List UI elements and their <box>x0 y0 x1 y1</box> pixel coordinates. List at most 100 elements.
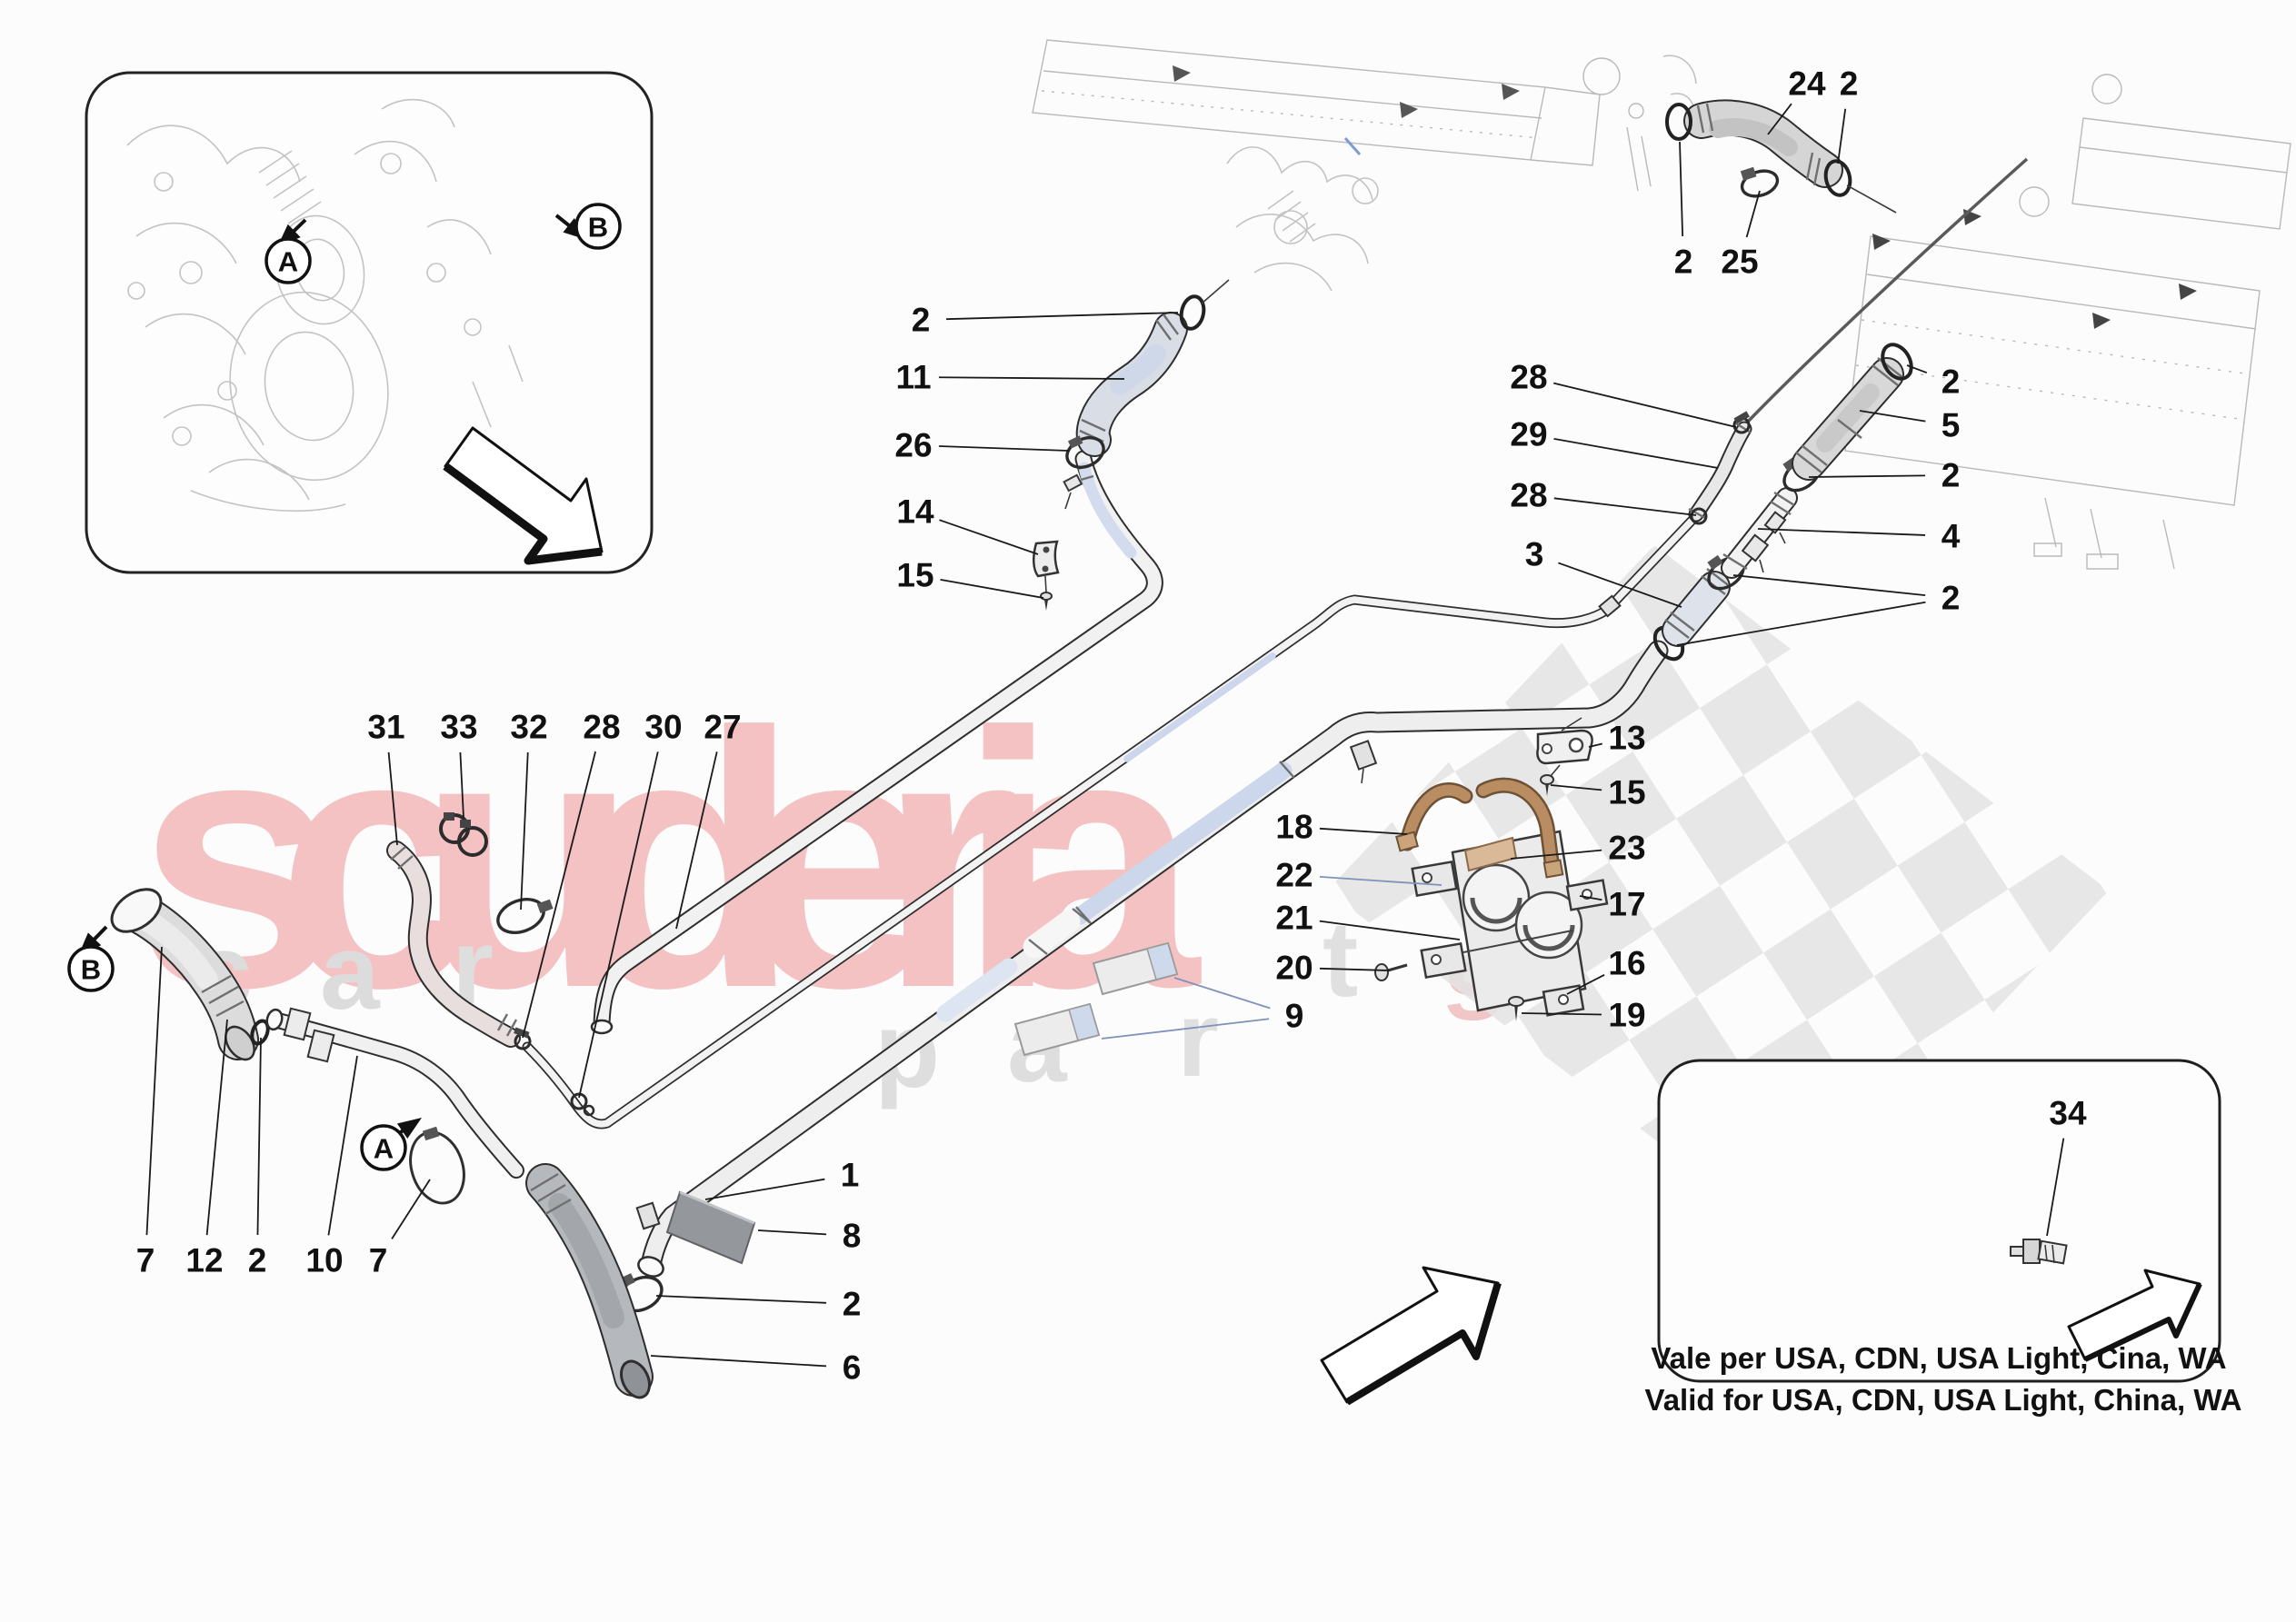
callout-2-1: 2 <box>1840 65 1859 103</box>
bracket-13 <box>1536 717 1593 796</box>
leader-line-11 <box>938 376 1125 380</box>
leader-line-20 <box>1319 967 1390 971</box>
pipe-1 <box>635 625 1685 1278</box>
callout-22-22: 22 <box>1275 857 1313 894</box>
leader-line-4 <box>1757 528 1926 536</box>
leader-line-2 <box>256 1037 262 1236</box>
clip-28-lower-right <box>1690 507 1708 525</box>
leader-line-7 <box>145 946 163 1236</box>
callout-11-5: 11 <box>895 359 931 396</box>
clip-ring-2-right <box>1823 159 1852 197</box>
watermark-letter-6: t <box>1323 900 1358 1020</box>
callout-5-14: 5 <box>1942 407 1961 444</box>
leader-line-29 <box>1553 438 1719 469</box>
leader-line-12 <box>205 1019 228 1236</box>
leader-line-10 <box>327 1055 358 1236</box>
leader-line-3 <box>1558 562 1682 608</box>
callout-26-6: 26 <box>894 427 932 464</box>
callout-3-12: 3 <box>1525 536 1544 573</box>
leader-line-1 <box>704 1178 825 1200</box>
pipe-10 <box>265 1007 524 1179</box>
callout-29-10: 29 <box>1510 416 1547 453</box>
callout-28-11: 28 <box>1510 477 1547 514</box>
callout-8-41: 8 <box>843 1218 862 1255</box>
leader-line-27 <box>675 751 718 930</box>
hose-5 <box>1792 357 1904 481</box>
note-box-arrow <box>2067 1269 2202 1362</box>
clamp-32 <box>496 898 554 934</box>
pipe-clip-fitting <box>1598 594 1622 618</box>
leader-line-32 <box>520 751 529 911</box>
leader-line-2 <box>1808 474 1926 478</box>
clip-ring-2 <box>1179 294 1206 331</box>
view-markers: A B B A <box>67 203 622 1171</box>
callout-25-3: 25 <box>1721 244 1758 281</box>
marker-arrow-head <box>396 1118 422 1139</box>
hose-24 <box>1665 99 1897 214</box>
callout-2-37: 2 <box>248 1242 267 1279</box>
hose-31 <box>386 841 521 1048</box>
leader-line-15 <box>1550 784 1602 791</box>
callout-33-30: 33 <box>440 709 477 746</box>
tab-21 <box>1420 941 1467 980</box>
leader-line-13 <box>1588 742 1602 748</box>
marker-letter-A: A <box>278 246 298 278</box>
callout-7-35: 7 <box>136 1242 155 1279</box>
direction-arrow-main <box>1320 1266 1502 1406</box>
leader-line-16 <box>1566 974 1605 995</box>
strap-18 <box>1395 777 1564 879</box>
view-marker-B-1: B <box>554 203 622 250</box>
clip-ring-2-left <box>1665 103 1692 141</box>
leader-line-9 <box>1101 1018 1270 1040</box>
leader-line-19 <box>1521 1012 1602 1016</box>
leader-line-22 <box>1319 875 1442 886</box>
callout-32-31: 32 <box>510 709 547 746</box>
leader-line-34 <box>2046 1138 2065 1237</box>
callout-21-24: 21 <box>1275 900 1313 937</box>
leader-line-9 <box>1173 977 1271 1010</box>
callout-2-15: 2 <box>1942 457 1961 494</box>
callout-18-20: 18 <box>1275 809 1313 846</box>
leader-line-23 <box>1510 849 1602 860</box>
watermark-letter-5: r <box>1177 980 1219 1100</box>
pipes-and-hoses <box>110 99 2029 1399</box>
pipe-27 <box>590 450 1163 1035</box>
marker-letter-B: B <box>588 212 608 244</box>
marker-letter-B: B <box>81 954 101 986</box>
callout-6-43: 6 <box>843 1349 862 1387</box>
faint-radiator-right <box>1844 74 2291 570</box>
screw-19 <box>1508 996 1524 1021</box>
callout-28-32: 28 <box>583 709 620 746</box>
leader-line-7 <box>391 1179 431 1239</box>
callout-1-40: 1 <box>841 1157 860 1194</box>
leader-line-8 <box>757 1229 827 1236</box>
tab-22 <box>1411 860 1458 898</box>
leader-line-5 <box>1859 410 1926 423</box>
marker-circle <box>67 945 115 992</box>
callout-24-0: 24 <box>1788 65 1826 103</box>
leader-lines <box>145 103 2065 1368</box>
leader-line-15 <box>940 579 1044 599</box>
view-marker-A-0: A <box>265 218 312 284</box>
faint-radiator-top <box>1032 39 1652 192</box>
clamp-25 <box>1740 166 1780 198</box>
leader-line-31 <box>387 751 398 846</box>
leader-line-24 <box>1767 103 1792 135</box>
leader-line-30 <box>578 751 659 1099</box>
leader-line-6 <box>650 1355 827 1368</box>
leader-line-25 <box>1745 190 1761 238</box>
faint-engine-sketch-center <box>1226 55 1697 292</box>
note-line-italian: Vale per USA, CDN, USA Light, Cina, WA <box>1651 1341 2226 1375</box>
leader-line-2 <box>1679 141 1684 237</box>
view-marker-A-3: A <box>360 1118 422 1171</box>
callout-15-8: 15 <box>896 557 933 594</box>
leader-line-2 <box>1732 574 1926 596</box>
callout-16-25: 16 <box>1608 945 1645 982</box>
note-line-english: Valid for USA, CDN, USA Light, China, WA <box>1645 1383 2242 1417</box>
callout-2-17: 2 <box>1942 580 1961 617</box>
leader-line-18 <box>1319 827 1408 835</box>
screw-15b <box>1540 774 1554 796</box>
callout-19-27: 19 <box>1608 997 1645 1034</box>
inset-direction-arrow <box>443 426 604 565</box>
